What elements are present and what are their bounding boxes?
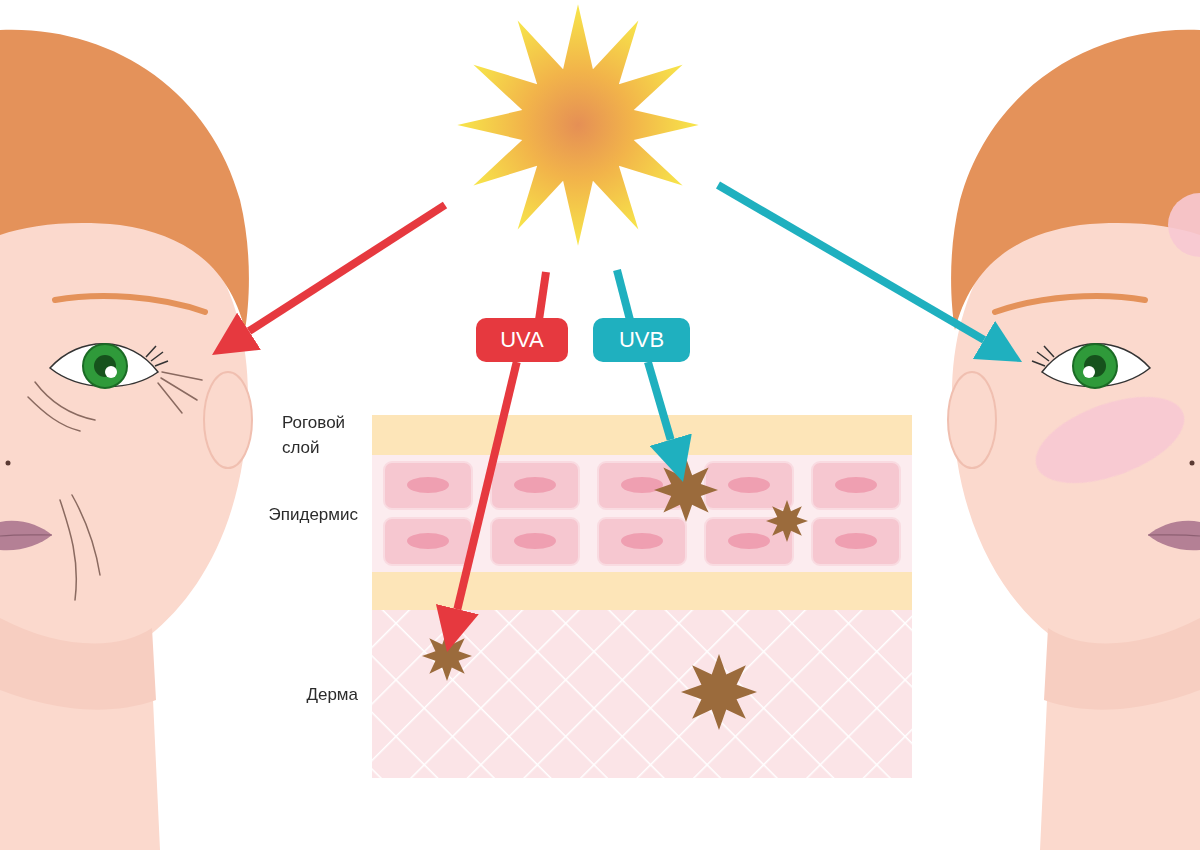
cell-nucleus — [835, 533, 877, 549]
uva-penetration-arrow — [457, 362, 516, 609]
dermis-layer: Дерма — [372, 610, 912, 778]
wrinkles — [28, 372, 202, 600]
uvb-penetration-arrow — [648, 362, 671, 440]
cell-nucleus — [514, 533, 556, 549]
skin-cell — [812, 462, 900, 509]
uva-ray — [249, 205, 445, 331]
sunburn-patches — [1024, 193, 1200, 501]
layer-label: Дерма — [228, 682, 358, 707]
skin-cells — [384, 462, 900, 565]
stratum-corneum-band — [372, 415, 912, 455]
basement-band — [372, 572, 912, 610]
uva-badge: UVA — [476, 318, 568, 362]
redness-spot — [1168, 193, 1200, 257]
layer-label: Эпидермис — [228, 501, 358, 526]
layer-label: Роговой слой — [282, 410, 358, 460]
dermis-band — [372, 610, 912, 778]
cell-nucleus — [621, 533, 663, 549]
under-eye-lines — [28, 382, 95, 431]
sun — [457, 4, 699, 246]
cell-nucleus — [407, 533, 449, 549]
skin-cell — [491, 462, 579, 509]
damage-burst — [681, 654, 757, 730]
skin-cell — [384, 518, 472, 565]
skin-cell — [491, 518, 579, 565]
damage-burst — [766, 500, 808, 542]
sunburned-face — [948, 30, 1200, 850]
epidermis-band — [372, 455, 912, 572]
epidermis-layer: Эпидермис — [372, 455, 912, 572]
cell-nucleus — [514, 477, 556, 493]
cell-nucleus — [728, 477, 770, 493]
uvb-ray — [617, 270, 630, 320]
redness-spot — [1024, 379, 1195, 500]
cell-nucleus — [407, 477, 449, 493]
uvb-badge: UVB — [593, 318, 690, 362]
skin-cell — [384, 462, 472, 509]
uvb-ray — [718, 185, 984, 340]
crows-feet — [158, 372, 202, 413]
skin-cell — [598, 518, 686, 565]
uva-ray — [539, 272, 546, 320]
cell-nucleus — [835, 477, 877, 493]
nasolabial-lines — [60, 495, 100, 600]
skin-cell — [705, 462, 793, 509]
aged-face — [0, 30, 252, 850]
damage-burst — [422, 631, 472, 681]
badge-label: UVB — [619, 327, 664, 353]
cell-nucleus — [728, 533, 770, 549]
stratum-corneum-layer: Роговой слой — [372, 415, 912, 455]
badge-label: UVA — [500, 327, 544, 353]
skin-cell — [812, 518, 900, 565]
damage-burst — [654, 458, 718, 522]
